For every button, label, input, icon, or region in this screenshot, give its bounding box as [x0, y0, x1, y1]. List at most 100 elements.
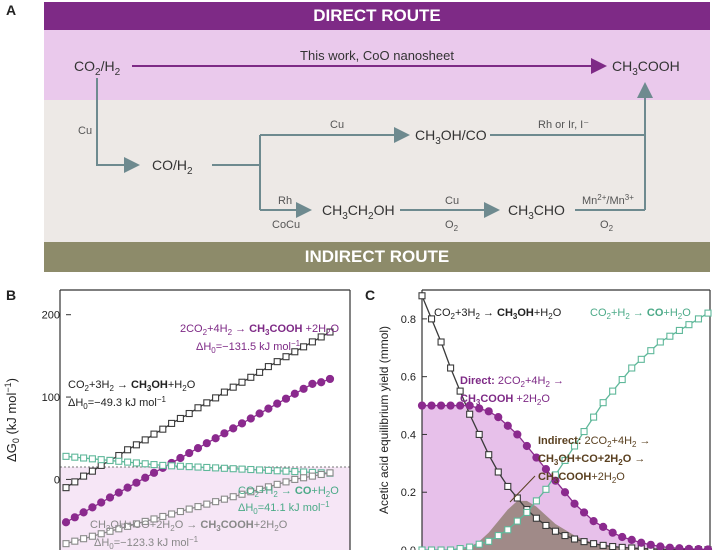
series-0-point: [124, 446, 132, 454]
series-1-point: [237, 419, 247, 428]
series-2-point: [618, 532, 627, 542]
series-1-point: [609, 387, 617, 395]
series-2-point: [247, 465, 255, 474]
series-0-point: [229, 383, 237, 391]
series-0-point: [570, 535, 579, 543]
series-2-point: [665, 543, 674, 550]
series-3-point: [124, 522, 132, 530]
series-1-point: [504, 526, 512, 534]
series-2-point: [256, 466, 264, 474]
series-2-point: [646, 540, 655, 549]
series-3-point: [88, 532, 96, 540]
series-2-point: [427, 401, 436, 410]
y-tick-label: 0.6: [401, 372, 416, 384]
series-2-point: [229, 465, 237, 473]
series-3-point: [97, 530, 105, 538]
panel-b-ann-rwgs: CO2+H2 → CO+H2O: [238, 485, 339, 499]
series-1-point: [105, 493, 115, 502]
series-1-point: [637, 355, 645, 363]
series-1-point: [299, 384, 308, 393]
cocu-label: CoCu: [272, 219, 300, 231]
acetic-acid-product: CH3COOH: [612, 58, 680, 78]
series-2-point: [141, 460, 149, 468]
series-2-point: [703, 545, 713, 550]
series-1-point: [273, 399, 282, 408]
series-0-point: [141, 436, 149, 444]
series-1-point: [202, 439, 211, 448]
series-1-point: [513, 517, 521, 525]
series-2-point: [71, 453, 79, 461]
mn-catalyst-label: Mn2+/Mn3+: [582, 193, 634, 207]
series-1-point: [176, 453, 185, 463]
series-0-point: [62, 484, 70, 492]
series-0-point: [317, 333, 325, 341]
series-3-point: [220, 495, 228, 503]
series-3-point: [238, 490, 246, 498]
series-3-point: [80, 535, 88, 543]
series-1-point: [561, 456, 569, 464]
series-2-point: [684, 544, 694, 550]
series-1-point: [599, 399, 607, 407]
series-1-point: [220, 429, 229, 438]
series-3-point: [62, 540, 70, 548]
y-tick-label: 200: [42, 310, 60, 322]
series-2-point: [608, 528, 617, 537]
series-2-point: [273, 467, 281, 475]
series-3-point: [300, 474, 308, 482]
series-0-point: [264, 363, 272, 371]
series-0-point: [185, 409, 193, 418]
series-1-point: [523, 508, 531, 516]
series-0-point: [485, 451, 493, 459]
upper-cu-label: Cu: [330, 119, 344, 131]
series-0-point: [532, 514, 540, 522]
series-1-point: [61, 518, 71, 527]
series-0-point: [115, 451, 123, 460]
series-2-point: [456, 401, 465, 410]
ox-o2-label: O2: [445, 219, 459, 233]
series-0-point: [466, 410, 474, 418]
series-2-point: [203, 463, 211, 472]
series-2-point: [264, 466, 272, 474]
series-0-point: [71, 478, 79, 486]
series-0-point: [256, 368, 264, 376]
series-3-point: [185, 505, 193, 513]
series-2-point: [168, 462, 176, 470]
series-1-point: [418, 546, 426, 550]
series-1-point: [456, 545, 464, 550]
direct-area: [422, 405, 708, 550]
series-3-point: [132, 520, 140, 528]
series-0-point: [168, 419, 176, 427]
panel-b-ann-carb: CH3OH+CO+2H2O → CH3COOH+2H2O: [90, 519, 288, 533]
panel-b-ann-carb-h: ΔH0=−123.3 kJ mol−1: [94, 535, 199, 550]
series-1-point: [466, 543, 474, 550]
series-0-point: [437, 338, 445, 346]
series-0-point: [282, 353, 290, 361]
series-3-point: [291, 475, 299, 483]
series-0-point: [456, 387, 464, 395]
panel-a-scheme: CO2/H2 This work, CoO nanosheet CH3COOH …: [74, 48, 680, 233]
series-3-point: [326, 469, 334, 477]
series-1-point: [580, 428, 588, 436]
series-0-point: [609, 542, 617, 550]
series-1-point: [447, 546, 455, 550]
series-3-point: [256, 485, 264, 493]
series-1-point: [542, 485, 550, 493]
series-2-point: [503, 421, 512, 430]
panel-c-ann-direct-1: Direct: 2CO2+4H2 →: [460, 375, 564, 389]
series-1-point: [704, 309, 712, 317]
series-2-point: [159, 461, 167, 469]
series-1-point: [114, 488, 123, 497]
series-2-point: [80, 454, 88, 462]
panel-b-letter: B: [6, 287, 17, 303]
panel-c-ylabel: Acetic acid equilibrium yield (mmol): [377, 326, 391, 514]
series-3-point: [273, 480, 281, 488]
series-1-point: [255, 409, 264, 418]
series-1-point: [264, 404, 273, 413]
panel-b-ann-rwgs-h: ΔH0=41.1 kJ mol−1: [238, 500, 330, 516]
series-0-point: [220, 388, 228, 396]
series-0-point: [80, 472, 88, 480]
y-tick-label: 0.0: [401, 545, 416, 550]
series-1-point: [475, 540, 483, 548]
series-2-point: [484, 407, 493, 416]
series-0-point: [618, 543, 626, 550]
